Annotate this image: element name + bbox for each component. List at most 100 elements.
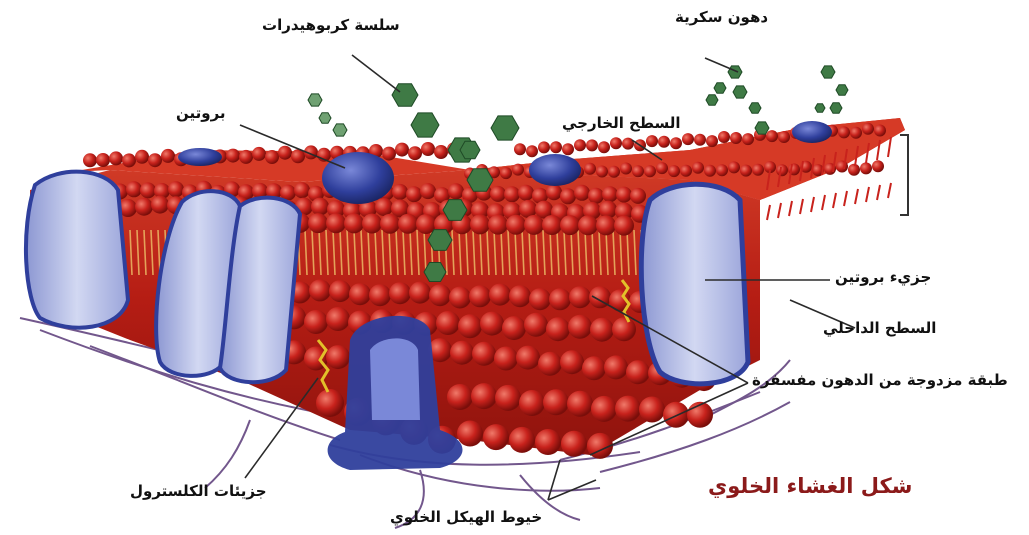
edge-tail xyxy=(844,191,847,206)
lipid-head xyxy=(406,186,422,202)
lipid-head xyxy=(850,127,862,139)
lipid-head xyxy=(516,346,540,370)
transport-protein-core xyxy=(370,338,420,420)
lipid-head xyxy=(311,198,329,216)
lipid-head xyxy=(529,288,551,310)
lipid-head xyxy=(140,182,156,198)
lipid-head xyxy=(495,385,521,411)
lipid-head xyxy=(135,150,149,164)
lipid-head xyxy=(395,143,409,157)
lipid-head xyxy=(596,166,608,178)
lipid-head xyxy=(614,216,634,236)
lipid-head xyxy=(316,389,344,417)
sugar-unit xyxy=(830,103,842,113)
lipid-head xyxy=(604,355,628,379)
lipid-head xyxy=(449,287,471,309)
sugar-unit xyxy=(836,85,848,95)
lipid-head xyxy=(514,143,526,155)
sugar-unit xyxy=(755,122,769,134)
lipid-head xyxy=(658,136,670,148)
lipid-head xyxy=(610,137,622,149)
lipid-head xyxy=(375,198,393,216)
lipid-head xyxy=(692,162,704,174)
sugar-unit xyxy=(411,113,439,137)
lipid-head xyxy=(626,360,650,384)
lipid-head xyxy=(872,160,884,172)
bilayer-thickness-bracket xyxy=(900,135,908,215)
sugar-unit xyxy=(749,103,761,113)
lipid-head xyxy=(644,165,656,177)
lipid-head xyxy=(591,396,617,422)
sugar-unit xyxy=(308,94,322,106)
lipid-head xyxy=(469,285,491,307)
lipid-head xyxy=(392,184,408,200)
lipid-head xyxy=(639,397,665,423)
lipid-head xyxy=(506,215,526,235)
lipid-head xyxy=(409,282,431,304)
edge-tail xyxy=(855,189,858,204)
lipid-head xyxy=(161,149,175,163)
lipid-head xyxy=(420,183,436,199)
lipid-head xyxy=(560,350,584,374)
lipid-head xyxy=(151,196,169,214)
lipid-head xyxy=(344,213,364,233)
label-protein-molecule: جزيء بروتين xyxy=(835,270,931,285)
edge-tail xyxy=(767,205,770,220)
lipid-head xyxy=(389,282,411,304)
sugar-unit xyxy=(319,113,331,123)
lipid-head xyxy=(612,317,636,341)
lipid-head xyxy=(778,131,790,143)
lipid-head xyxy=(239,150,253,164)
lipid-head xyxy=(569,286,591,308)
lipid-head xyxy=(567,391,593,417)
lipid-head xyxy=(752,164,764,176)
lipid-head xyxy=(728,161,740,173)
lipid-head xyxy=(874,125,886,137)
sugar-unit xyxy=(491,116,519,140)
edge-tail xyxy=(811,197,814,212)
lipid-head xyxy=(848,164,860,176)
lipid-head xyxy=(596,215,616,235)
lipid-head xyxy=(278,146,292,160)
lipid-head xyxy=(252,147,266,161)
lipid-head xyxy=(398,214,418,234)
lipid-head xyxy=(620,163,632,175)
lipid-head xyxy=(480,312,504,336)
lipid-head xyxy=(561,431,587,457)
lipid-head xyxy=(598,141,610,153)
label-outer-surface: السطح الخارجي xyxy=(562,116,681,131)
edge-tail xyxy=(888,137,891,157)
lipid-head xyxy=(329,280,351,302)
lipid-head xyxy=(543,389,569,415)
sugar-unit xyxy=(333,124,347,136)
label-phospholipid-bilayer: طبقة مزدوجة من الدهون مفسفرة xyxy=(752,373,1008,388)
lipid-head xyxy=(560,188,576,204)
lipid-head xyxy=(472,342,496,366)
lipid-head xyxy=(615,396,641,422)
lipid-head xyxy=(519,390,545,416)
sugar-unit xyxy=(392,84,418,107)
lipid-head xyxy=(518,185,534,201)
label-protein: بروتين xyxy=(176,106,226,121)
lipid-head xyxy=(326,307,350,331)
lipid-head xyxy=(742,133,754,145)
protein-globule-top xyxy=(322,152,394,204)
lipid-head xyxy=(434,145,448,159)
lipid-head xyxy=(458,314,482,338)
lipid-head xyxy=(862,123,874,135)
lipid-head xyxy=(135,198,153,216)
lipid-head xyxy=(860,162,872,174)
lipid-head xyxy=(380,214,400,234)
lipid-head xyxy=(584,163,596,175)
lipid-head xyxy=(83,153,97,167)
lipid-head xyxy=(509,427,535,453)
label-inner-surface: السطح الداخلي xyxy=(823,321,936,336)
sugar-unit xyxy=(733,86,747,98)
lipid-head xyxy=(608,166,620,178)
label-cytoskeleton: خيوط الهيكل الخلوي xyxy=(390,510,542,525)
edge-tail xyxy=(778,203,781,218)
edge-tail xyxy=(789,201,792,216)
lipid-head xyxy=(582,356,606,380)
lipid-head xyxy=(630,188,646,204)
